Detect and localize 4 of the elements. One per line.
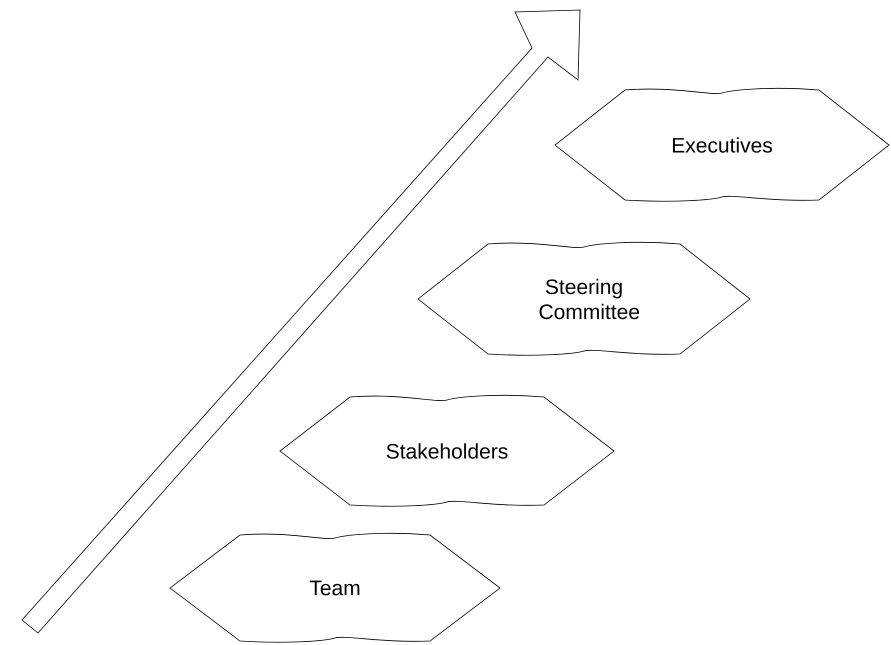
hexagon-box: Team xyxy=(170,532,500,643)
hexagon-box: Executives xyxy=(554,88,890,202)
hexagon-box: Steering Committee xyxy=(418,242,750,356)
hexagon-box: Stakeholders xyxy=(280,394,614,507)
